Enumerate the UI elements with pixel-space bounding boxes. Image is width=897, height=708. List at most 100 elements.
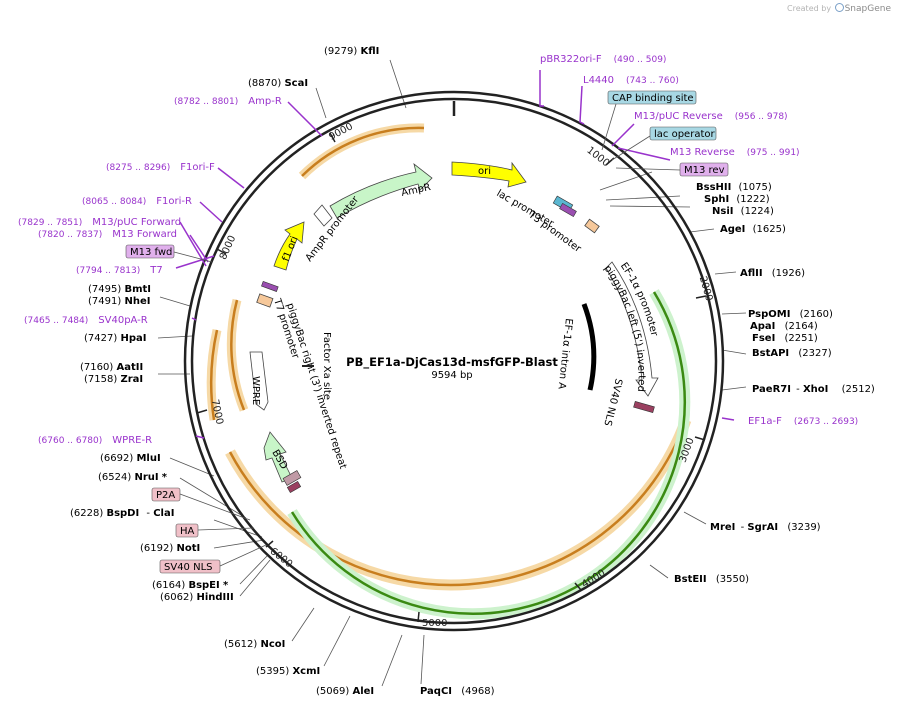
primer-labels: pBR322ori-F(490 .. 509) L4440(743 .. 760…: [18, 54, 858, 446]
ha-box: [286, 480, 302, 494]
orange-arc-top-line: [301, 126, 425, 177]
enzyme-noti: (6192) NotI: [140, 543, 200, 554]
t3-promoter-box: [584, 218, 600, 234]
sv40-nls-box: [633, 400, 655, 414]
f1-ori-label: f1 ori: [281, 235, 301, 263]
tick-label-2000: 2000: [697, 275, 715, 302]
sv40-nls-boxed-label: SV40 NLS: [164, 562, 213, 573]
sv40-nls-box-left: [282, 470, 302, 486]
enzyme-hpai: (7427) HpaI: [84, 333, 146, 344]
boxed-leaders: [173, 103, 681, 567]
ha-label-box: [175, 523, 199, 538]
enzyme-pspomi: PspOMI (2160): [748, 309, 833, 320]
ampr-arrow: [329, 162, 433, 219]
ef1a-intron-bar: [581, 303, 597, 391]
primer-l4440: L4440(743 .. 760): [583, 75, 679, 86]
primer-marks: [175, 70, 735, 439]
primer-ef1a-f: EF1a-F(2673 .. 2693): [748, 416, 858, 427]
tick-label-7000: 7000: [209, 398, 225, 425]
tick-label-5000: 5000: [422, 618, 447, 629]
enzyme-paer7i-xhoi: PaeR7I - XhoI (2512): [752, 384, 875, 395]
plasmid-name: PB_EF1a-DjCas13d-msfGFP-Blast: [346, 355, 558, 370]
enzyme-aflii: AflII (1926): [740, 268, 805, 279]
primer-sv40pa-r: (7465 .. 7484)SV40pA-R: [24, 315, 148, 326]
p2a-label: P2A: [156, 490, 175, 501]
t7-promoter-box: [256, 293, 274, 308]
primer-m13-puc-forward: (7829 .. 7851)M13/pUC Forward: [18, 217, 181, 228]
orange-arc-inner-line: [230, 299, 246, 411]
enzyme-alei: (5069) AleI: [316, 686, 374, 697]
ef1a-intron-label: EF-1α intron A: [556, 318, 574, 390]
p2a-label-box: [151, 487, 181, 502]
m13-fwd-box: [261, 280, 279, 292]
lac-operator-label: lac operator: [654, 129, 715, 140]
t3-promoter-label: T3 promoter: [525, 209, 583, 255]
sv40-nls-label: SV40 NLS: [601, 377, 623, 427]
tick-label-8000: 8000: [218, 234, 238, 262]
backbone-outer: [183, 90, 725, 632]
enzyme-fsei: FseI (2251): [752, 333, 818, 344]
enzyme-bsteii: BstEII (3550): [674, 574, 749, 585]
enzyme-bstapi: BstAPI (2327): [752, 348, 832, 359]
plasmid-length: 9594 bp: [431, 370, 472, 381]
enzyme-kfli: (9279) KflI: [324, 46, 379, 57]
ori-arrow: [451, 161, 527, 188]
ori-label: ori: [478, 166, 491, 177]
enzyme-hindiii: (6062) HindIII: [160, 592, 234, 603]
backbone-inner: [190, 97, 718, 625]
factor-xa-label: Factor Xa site: [321, 332, 332, 400]
cap-binding-site-box: [607, 90, 697, 105]
enzyme-mrei-sgrai: MreI - SgrAI (3239): [710, 522, 821, 533]
credit-brand: SnapGene: [844, 4, 891, 14]
primer-m13-puc-reverse: M13/pUC Reverse(956 .. 978): [634, 111, 788, 122]
enzyme-ncoi: (5612) NcoI: [224, 639, 285, 650]
gfp-green-arc-line: [290, 291, 686, 616]
primer-f1ori-f: (8275 .. 8296)F1ori-F: [106, 162, 215, 173]
enzyme-bsshii: BssHII (1075): [696, 182, 772, 193]
wpre-label: WPRE: [250, 376, 261, 405]
piggybac-right-label: piggyBac right (3') inverted repeat: [284, 302, 348, 471]
enzyme-apai: ApaI (2164): [750, 321, 818, 332]
enzyme-agei: AgeI (1625): [720, 224, 786, 235]
enzyme-bspdi-clai: (6228) BspDI - ClaI: [70, 508, 174, 519]
m13-rev-label: M13 rev: [684, 165, 725, 176]
enzyme-mlui: (6692) MluI: [100, 453, 161, 464]
enzyme-nrui: (6524) NruI *: [98, 472, 168, 483]
boxed-labels: CAP binding site lac operator M13 rev M1…: [125, 90, 729, 574]
cas13-orange-arc-line: [228, 419, 688, 587]
cap-binding-site-label: CAP binding site: [612, 93, 694, 104]
m13-fwd-label-box: [125, 244, 175, 259]
snapgene-logo-icon: [834, 3, 844, 12]
primer-m13-forward: (7820 .. 7837)M13 Forward: [38, 229, 177, 240]
primer-m13-reverse: M13 Reverse(975 .. 991): [670, 147, 800, 158]
enzyme-nhei: (7491) NheI: [88, 296, 150, 307]
primer-amp-r: (8782 .. 8801)Amp-R: [174, 96, 282, 107]
m13-fwd-label: M13 fwd: [130, 247, 172, 258]
primer-wpre-r: (6760 .. 6780)WPRE-R: [38, 435, 152, 446]
enzyme-leaders: [157, 59, 747, 687]
primer-t7: (7794 .. 7813)T7: [76, 265, 163, 276]
m13-rev-label-box: [679, 162, 729, 177]
enzyme-bmti: (7495) BmtI: [88, 284, 151, 295]
primer-f1ori-r: (8065 .. 8084)F1ori-R: [82, 196, 192, 207]
ef1a-promoter-arrow: [605, 261, 659, 397]
credit-prefix: Created by: [787, 4, 832, 13]
wpre-arrow: [249, 351, 269, 411]
enzyme-labels: (9279) KflI (8870) ScaI BssHII (1075) Sp…: [70, 46, 875, 697]
enzyme-bspei: (6164) BspEI *: [152, 580, 229, 591]
ampr-promoter-box: [313, 204, 333, 227]
enzyme-xcmi: (5395) XcmI: [256, 666, 320, 677]
snapgene-credit: Created by SnapGene: [787, 3, 891, 14]
lac-operator-label-box: [649, 126, 717, 141]
m13-rev-box: [559, 202, 577, 218]
sv40-nls-label-box: [159, 559, 221, 574]
enzyme-scai: (8870) ScaI: [248, 78, 308, 89]
orange-arc-left-line: [209, 329, 219, 421]
enzyme-paqci: PaqCI (4968): [420, 686, 495, 697]
enzyme-sphi: SphI (1222): [704, 194, 770, 205]
enzyme-aatii: (7160) AatII: [80, 362, 143, 373]
enzyme-nsii: NsiI (1224): [712, 206, 774, 217]
ha-label: HA: [180, 526, 195, 537]
enzyme-zrai: (7158) ZraI: [84, 374, 143, 385]
